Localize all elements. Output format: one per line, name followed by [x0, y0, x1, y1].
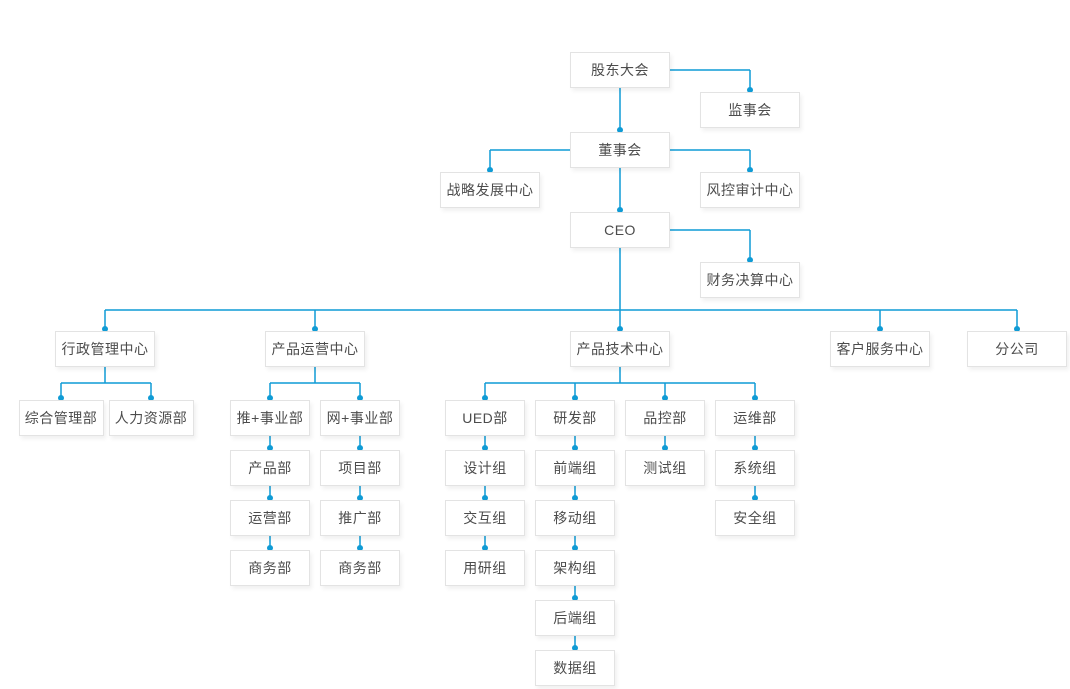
- org-node-xiangmubu: 项目部: [320, 450, 400, 486]
- org-node-jiaohuzu: 交互组: [445, 500, 525, 536]
- org-node-yunying: 产品运营中心: [265, 331, 365, 367]
- org-node-caiwu: 财务决算中心: [700, 262, 800, 298]
- org-node-jishu: 产品技术中心: [570, 331, 670, 367]
- org-node-wang: 网+事业部: [320, 400, 400, 436]
- org-node-jiagouzu: 架构组: [535, 550, 615, 586]
- org-node-houduanzu: 后端组: [535, 600, 615, 636]
- org-node-renli: 人力资源部: [108, 400, 194, 436]
- org-node-zonghe: 综合管理部: [18, 400, 104, 436]
- org-node-yunweibu: 运维部: [715, 400, 795, 436]
- org-node-yidongzu: 移动组: [535, 500, 615, 536]
- org-node-anquanzu: 安全组: [715, 500, 795, 536]
- org-node-ceshizu: 测试组: [625, 450, 705, 486]
- org-node-dongshihui: 董事会: [570, 132, 670, 168]
- org-node-yanfabu: 研发部: [535, 400, 615, 436]
- org-node-fengongsi: 分公司: [967, 331, 1067, 367]
- org-node-ued: UED部: [445, 400, 525, 436]
- org-node-yunyingbu: 运营部: [230, 500, 310, 536]
- org-node-pinkongbu: 品控部: [625, 400, 705, 436]
- org-node-yongyanzu: 用研组: [445, 550, 525, 586]
- org-node-gudong: 股东大会: [570, 52, 670, 88]
- org-node-shangwubu1: 商务部: [230, 550, 310, 586]
- org-node-xitongzu: 系统组: [715, 450, 795, 486]
- org-node-tui: 推+事业部: [230, 400, 310, 436]
- org-node-jianshihui: 监事会: [700, 92, 800, 128]
- org-node-shejizu: 设计组: [445, 450, 525, 486]
- org-node-ceo: CEO: [570, 212, 670, 248]
- org-node-fengkong: 风控审计中心: [700, 172, 800, 208]
- org-node-tuiguangbu: 推广部: [320, 500, 400, 536]
- org-node-zhanlue: 战略发展中心: [440, 172, 540, 208]
- org-node-kefu: 客户服务中心: [830, 331, 930, 367]
- org-node-shujuzu: 数据组: [535, 650, 615, 686]
- org-node-qianduanzu: 前端组: [535, 450, 615, 486]
- org-node-xingzheng: 行政管理中心: [55, 331, 155, 367]
- org-node-shangwubu2: 商务部: [320, 550, 400, 586]
- org-node-chanpinbu: 产品部: [230, 450, 310, 486]
